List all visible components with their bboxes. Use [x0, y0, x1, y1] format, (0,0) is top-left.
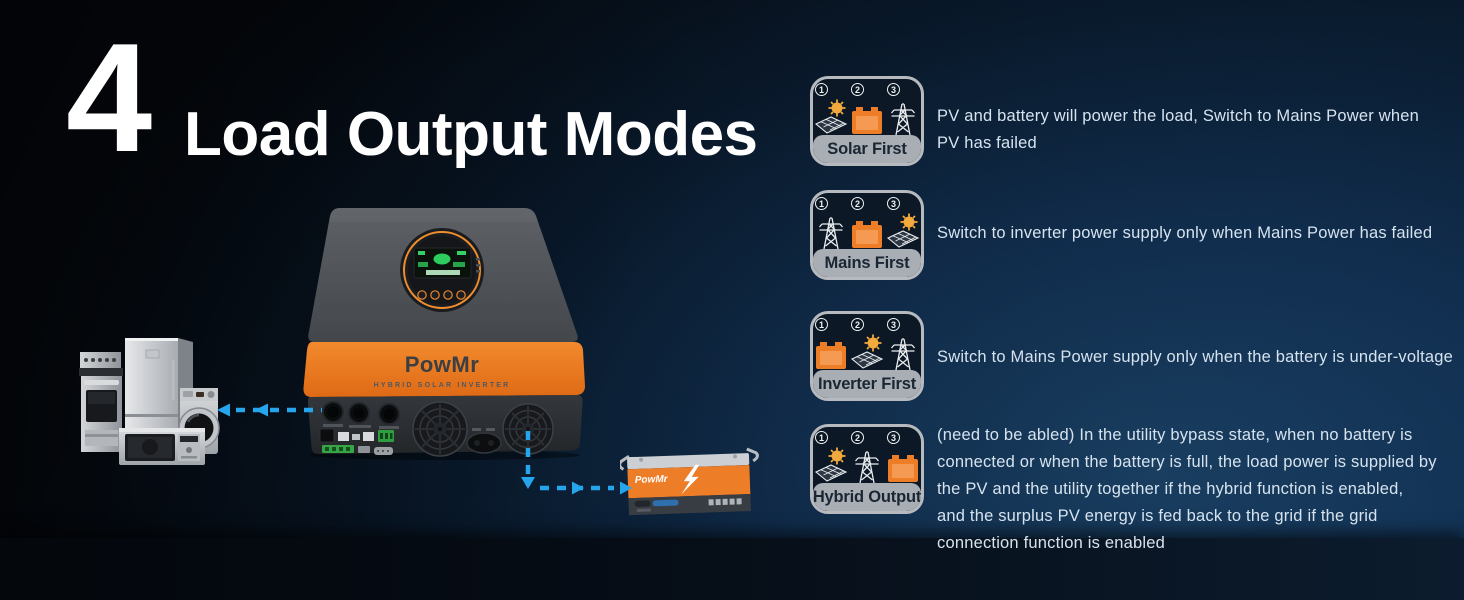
step-number-badge: 2 — [851, 318, 864, 331]
arrowhead-left-tip — [217, 403, 230, 417]
icon-slot-grid: 1 — [814, 197, 848, 251]
battery-orange-band — [627, 464, 751, 499]
title-text: Load Output Modes — [184, 100, 758, 169]
battery-icon — [852, 221, 882, 248]
step-number-badge: 1 — [815, 318, 828, 331]
cooling-fan-right — [502, 403, 554, 455]
mode-badge-band: Mains First — [813, 249, 921, 277]
icon-slot-sun-panel: 1 — [814, 431, 848, 485]
arrowhead-right-mid — [572, 481, 584, 495]
arrowhead-left-mid — [255, 403, 268, 417]
mode-description-solar-first: PV and battery will power the load, Swit… — [937, 107, 1419, 152]
microwave — [119, 428, 205, 465]
sun-solar-panel-icon — [814, 99, 848, 134]
power-grid-tower-icon — [891, 103, 915, 136]
step-number-badge: 3 — [887, 318, 900, 331]
power-grid-tower-icon — [855, 451, 879, 484]
appliances-group — [79, 338, 220, 465]
step-number-badge: 1 — [815, 83, 828, 96]
icon-slot-grid: 3 — [886, 318, 920, 372]
mode-badge-band: Inverter First — [813, 370, 921, 398]
mode-description-mains-first: Switch to inverter power supply only whe… — [937, 224, 1433, 242]
connection-arrows — [217, 403, 632, 495]
icon-slot-grid: 2 — [850, 431, 884, 485]
mode-badge-band: Hybrid Output — [813, 483, 921, 511]
mode-badge-icons: 1 2 3 — [813, 79, 921, 139]
battery-icon — [816, 342, 846, 369]
mode-badge-label: Hybrid Output — [812, 487, 922, 506]
inverter-buttons — [417, 290, 466, 300]
mode-badge-solar-first: 1 2 3 Solar Fir — [810, 76, 924, 166]
inverter: PowMr HYBRID SOLAR INVERTER — [303, 208, 585, 460]
mode-badge-hybrid-output: 1 2 3 Hybrid Ou — [810, 424, 924, 514]
cable-glands — [322, 401, 400, 429]
icon-slot-battery: 3 — [886, 431, 920, 485]
sun-solar-panel-icon — [886, 213, 920, 248]
lightning-bolt-icon — [681, 464, 700, 495]
mode-badge-mains-first: 1 2 3 Mains Fir — [810, 190, 924, 280]
icon-slot-battery: 2 — [850, 197, 884, 251]
mode-badge-icons: 1 2 3 — [813, 193, 921, 253]
step-number-badge: 2 — [851, 197, 864, 210]
icon-slot-sun-panel: 2 — [850, 318, 884, 372]
arrowhead-down — [521, 477, 535, 489]
inverter-subtitle-text: HYBRID SOLAR INVERTER — [374, 382, 511, 389]
power-grid-tower-icon — [891, 338, 915, 371]
battery-cert-icons — [708, 498, 742, 506]
step-number-badge: 3 — [887, 83, 900, 96]
battery-handle-right — [746, 447, 759, 463]
title-count: 4 — [66, 11, 152, 184]
mode-badge-icons: 1 2 3 — [813, 314, 921, 374]
mode-badge-label: Solar First — [827, 139, 907, 158]
inverter-brand-text: PowMr — [405, 352, 480, 377]
arrowhead-right-tip — [620, 481, 632, 495]
mode-badge-label: Mains First — [824, 253, 910, 272]
battery-unit: PowMr — [620, 447, 759, 516]
icon-slot-grid: 3 — [886, 83, 920, 137]
inverter-brand-band: PowMr HYBRID SOLAR INVERTER — [303, 342, 585, 400]
floor-shadow-band — [0, 538, 1464, 600]
step-number-badge: 2 — [851, 83, 864, 96]
ac-socket — [466, 428, 502, 454]
icon-slot-battery: 1 — [814, 318, 848, 372]
mode-badge-label: Inverter First — [817, 374, 917, 393]
icon-slot-sun-panel: 1 — [814, 83, 848, 137]
comm-ports — [319, 428, 394, 455]
step-number-badge: 3 — [887, 197, 900, 210]
cooling-fan-left — [412, 401, 468, 457]
power-grid-tower-icon — [819, 217, 843, 250]
mode-badge-inverter-first: 1 2 3 Inverter — [810, 311, 924, 401]
step-number-badge: 1 — [815, 431, 828, 444]
battery-handle-left — [620, 454, 630, 471]
stove — [79, 352, 123, 452]
battery-brand-text: PowMr — [635, 474, 669, 486]
icon-slot-battery: 2 — [850, 83, 884, 137]
inverter-display — [400, 228, 484, 312]
icon-slot-sun-panel: 3 — [886, 197, 920, 251]
battery-icon — [888, 455, 918, 482]
battery-icon — [852, 107, 882, 134]
inverter-ports-panel — [307, 395, 583, 457]
battery-lid — [627, 453, 750, 470]
mode-description-hybrid-output: (need to be abled) In the utility bypass… — [937, 426, 1437, 552]
mode-badge-band: Solar First — [813, 135, 921, 163]
step-number-badge: 3 — [887, 431, 900, 444]
mode-badge-icons: 1 2 3 — [813, 427, 921, 487]
step-number-badge: 1 — [815, 197, 828, 210]
sun-solar-panel-icon — [814, 447, 848, 482]
mode-description-inverter-first: Switch to Mains Power supply only when t… — [937, 348, 1453, 366]
step-number-badge: 2 — [851, 431, 864, 444]
sun-solar-panel-icon — [850, 334, 884, 369]
